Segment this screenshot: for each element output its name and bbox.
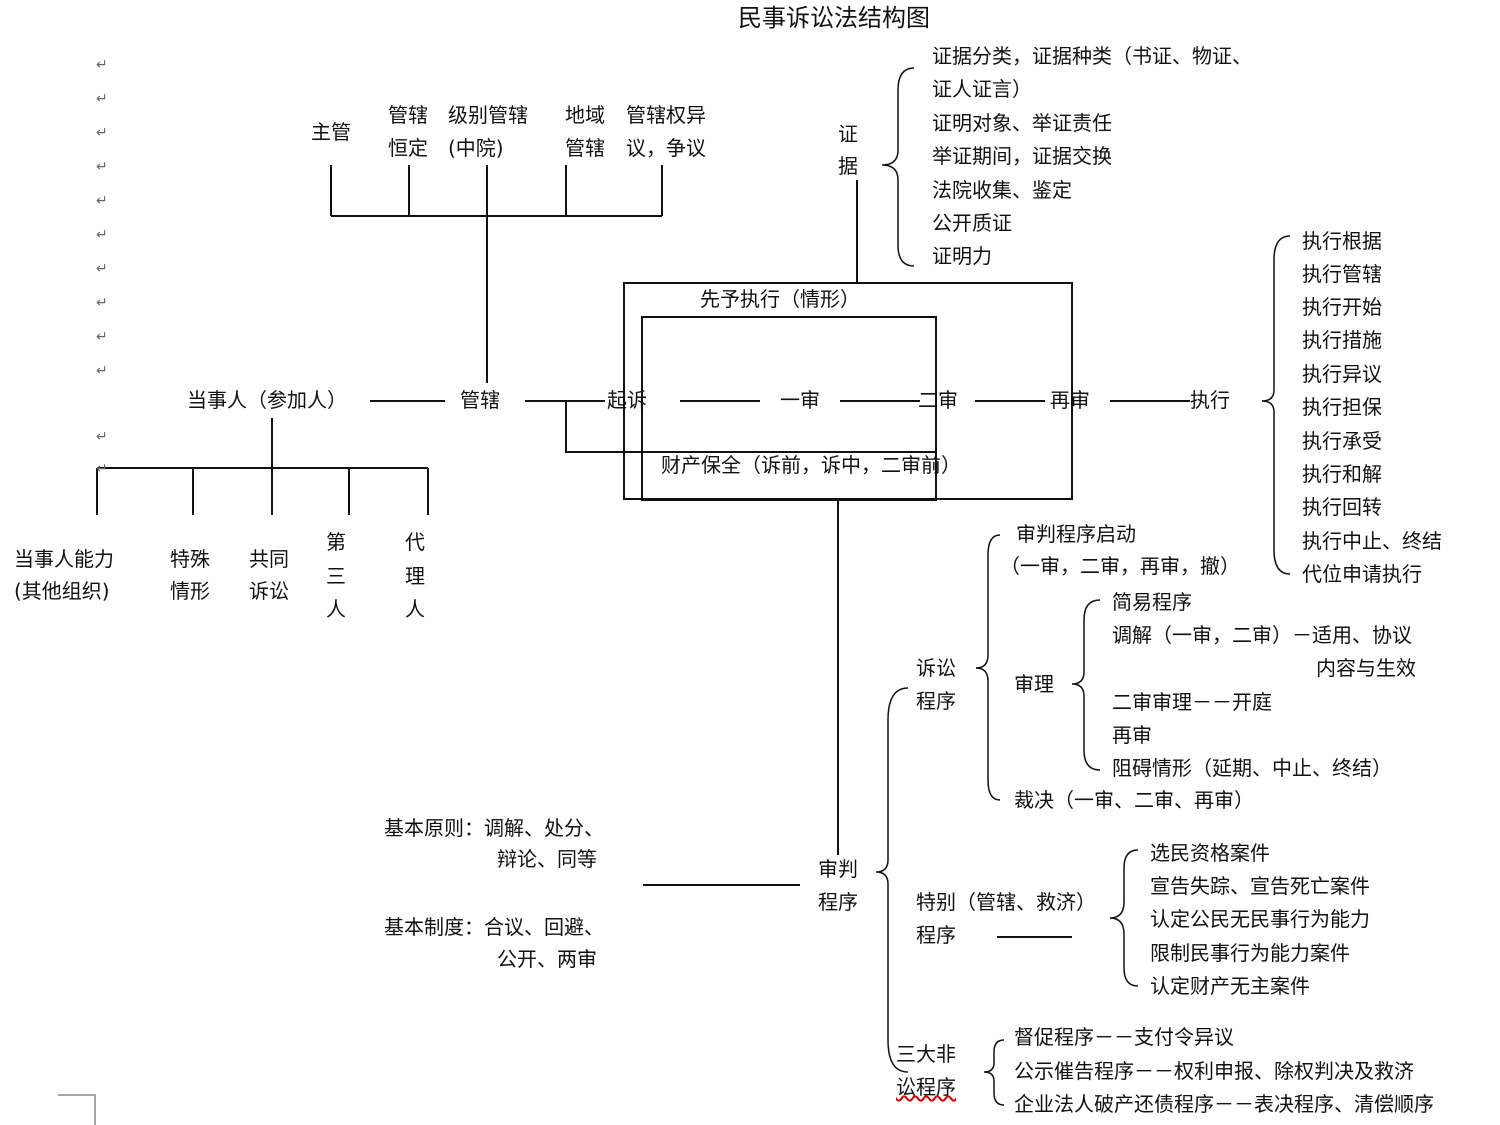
paragraph-mark: ↵ [96,329,108,345]
evidence-item: 法院收集、鉴定 [932,178,1072,202]
execution-item: 执行异议 [1302,362,1382,386]
hearing-item: 阻碍情形（延期、中止、终结） [1112,756,1392,780]
execution-item: 执行管辖 [1302,262,1382,286]
yishen-node: 一审 [780,388,820,412]
paragraph-mark: ↵ [96,261,108,277]
special-case-item: 认定财产无主案件 [1150,974,1310,998]
paragraph-mark: ↵ [96,125,108,141]
third-party-char3: 人 [326,597,346,621]
hearing-item: 简易程序 [1112,590,1192,614]
guanxiaquan-yiyi-line2: 议，争议 [626,136,706,160]
evidence-item: 证明力 [932,244,992,268]
hearing-item: 调解（一审，二审）－适用、协议 [1112,623,1412,647]
third-party-char2: 三 [326,564,346,588]
trial-label-1: 审判 [818,857,858,881]
agent-char2: 理 [405,564,425,588]
agent-char3: 人 [405,597,425,621]
agent-char1: 代 [405,530,425,554]
noncontentious-item: 公示催告程序－－权利申报、除权判决及救济 [1014,1059,1414,1083]
hearing-label: 审理 [1014,672,1054,696]
special-case-item: 认定公民无民事行为能力 [1150,907,1370,931]
guanxia-hengding-line2: 恒定 [388,136,428,160]
evidence-label-2: 据 [838,154,858,178]
special-case-item: 宣告失踪、宣告死亡案件 [1150,874,1370,898]
hearing-item: 内容与生效 [1316,656,1416,680]
paragraph-mark: ↵ [96,193,108,209]
xianyu-zhixing-label: 先予执行（情形） [700,287,860,311]
noncontentious-label-1: 三大非 [896,1042,956,1066]
special-procedure-line1: 特别（管辖、救济） [916,890,1096,914]
execution-item: 执行和解 [1302,462,1382,486]
execution-item: 代位申请执行 [1302,562,1422,586]
paragraph-mark: ↵ [96,91,108,107]
trial-label-2: 程序 [818,890,858,914]
joint-litigation-line2: 诉讼 [249,579,289,603]
special-case-line1: 特殊 [170,547,210,571]
special-case-line2: 情形 [170,579,210,603]
execution-item: 执行根据 [1302,229,1382,253]
third-party-char1: 第 [326,530,346,554]
basic-principles-line2: 辩论、同等 [497,847,597,871]
joint-litigation-line1: 共同 [249,547,289,571]
hearing-item: 再审 [1112,723,1152,747]
evidence-label-1: 证 [838,122,858,146]
evidence-item: 举证期间，证据交换 [932,144,1112,168]
paragraph-mark: ↵ [96,429,108,445]
zaishen-node: 再审 [1050,388,1090,412]
litigation-label-1: 诉讼 [916,656,956,680]
trial-start-line1: 审判程序启动 [1016,522,1136,546]
paragraph-mark: ↵ [96,57,108,73]
noncontentious-item: 督促程序－－支付令异议 [1014,1025,1234,1049]
zhuguan-label: 主管 [311,120,351,144]
party-capacity-line1: 当事人能力 [14,547,114,571]
zhixing-node: 执行 [1190,388,1230,412]
basic-systems-line2: 公开、两审 [497,947,597,971]
execution-item: 执行担保 [1302,395,1382,419]
evidence-item: 公开质证 [932,211,1012,235]
litigation-label-2: 程序 [916,689,956,713]
evidence-item: 证明对象、举证责任 [932,111,1112,135]
execution-item: 执行承受 [1302,429,1382,453]
party-node: 当事人（参加人） [187,388,347,412]
noncontentious-item: 企业法人破产还债程序－－表决程序、清偿顺序 [1014,1092,1434,1116]
guanxia-hengding-line1: 管辖 [388,103,428,127]
paragraph-mark: ↵ [96,295,108,311]
caichan-baoquan-label: 财产保全（诉前，诉中，二审前） [661,453,961,477]
paragraph-mark: ↵ [96,461,108,477]
trial-start-line2: （一审，二审，再审，撤） [1000,554,1240,578]
paragraph-mark: ↵ [96,227,108,243]
diyu-guanxia-line2: 管辖 [565,136,605,160]
noncontentious-label-2: 讼程序 [896,1075,956,1099]
execution-item: 执行中止、终结 [1302,529,1442,553]
ershen-node: 二审 [918,388,958,412]
diagram-title: 民事诉讼法结构图 [738,4,930,32]
special-procedure-line2: 程序 [916,923,956,947]
special-case-item: 选民资格案件 [1150,841,1270,865]
ruling-label: 裁决（一审、二审、再审） [1014,788,1254,812]
guanxiaquan-yiyi-line1: 管辖权异 [626,103,706,127]
evidence-item: 证人证言） [932,77,1032,101]
jurisdiction-node: 管辖 [460,388,500,412]
paragraph-mark: ↵ [96,159,108,175]
hearing-item: 二审审理－－开庭 [1112,690,1272,714]
jibie-guanxia-line1: 级别管辖 [448,103,528,127]
execution-item: 执行开始 [1302,295,1382,319]
basic-systems-line1: 基本制度：合议、回避、 [384,915,604,939]
qisu-node: 起诉 [607,388,647,412]
execution-item: 执行回转 [1302,495,1382,519]
evidence-item: 证据分类，证据种类（书证、物证、 [932,44,1252,68]
jibie-guanxia-line2: (中院) [448,136,504,160]
party-capacity-line2: (其他组织) [14,579,110,603]
special-case-item: 限制民事行为能力案件 [1150,941,1350,965]
execution-item: 执行措施 [1302,328,1382,352]
paragraph-mark: ↵ [96,363,108,379]
diyu-guanxia-line1: 地域 [565,103,605,127]
basic-principles-line1: 基本原则：调解、处分、 [384,816,604,840]
